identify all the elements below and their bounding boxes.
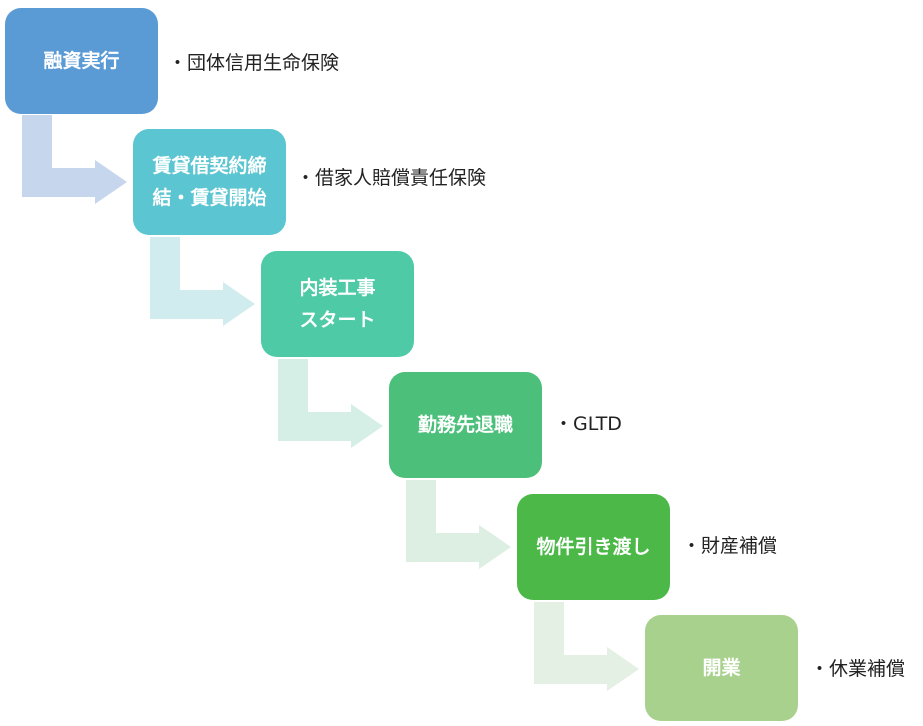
step-lease-contract: 賃貸借契約締結・賃貸開始 — [133, 129, 286, 235]
step-interior-work: 内装工事スタート — [261, 251, 414, 357]
step-property-handover: 物件引き渡し — [517, 494, 670, 600]
arrow-3 — [278, 359, 383, 448]
step-resignation: 勤務先退職 — [389, 372, 542, 478]
step-opening: 開業 — [645, 615, 798, 721]
note-gltd: ・GLTD — [554, 413, 622, 435]
note-tenant-liability-insurance: ・借家人賠償責任保険 — [296, 167, 487, 189]
note-property-compensation: ・財産補償 — [682, 535, 778, 557]
step-loan-execution: 融資実行 — [5, 8, 158, 114]
arrow-4 — [406, 480, 511, 569]
note-business-interruption: ・休業補償 — [810, 658, 906, 680]
note-group-life-insurance: ・団体信用生命保険 — [168, 52, 340, 74]
arrow-5 — [534, 602, 639, 691]
arrow-1 — [22, 115, 127, 204]
arrow-2 — [150, 237, 255, 326]
